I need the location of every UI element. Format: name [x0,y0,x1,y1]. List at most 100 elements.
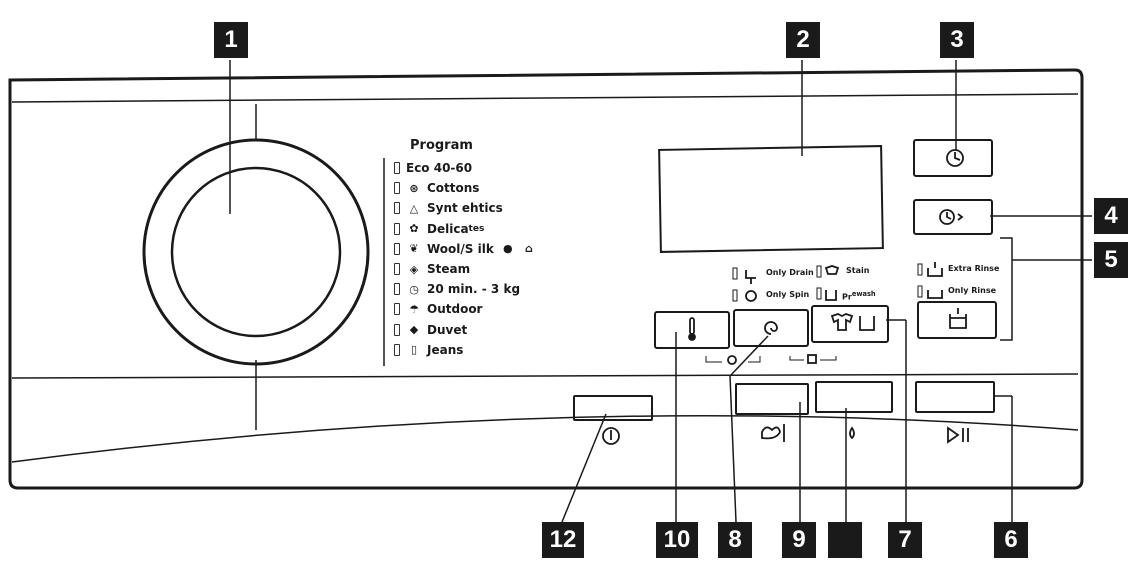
panel-outline [8,68,1084,490]
led-indicator [394,303,400,316]
soak-icon [761,424,785,442]
program-item[interactable]: ❦Wool/S ilk●⌂ [394,239,542,259]
program-item[interactable]: ▯ Jeans [394,340,542,360]
callout-8: 8 [718,522,752,558]
prewash-label-main: Pr [842,292,852,302]
led-indicator [394,343,400,356]
led-stain [816,265,822,278]
jeans-icon: ▯ [410,343,418,357]
program-item[interactable]: ☂ Outdoor [394,299,542,319]
spin-small-icon [745,290,757,302]
start-pause-icon [947,426,969,444]
only-rinse-small-icon [927,290,943,299]
leader-12 [561,413,607,523]
stain-label: Stain [846,266,870,275]
led-indicator [394,283,400,296]
duvet-icon: ◆ [409,323,419,337]
rinse-icon [949,308,967,329]
prewash-small-icon [825,290,837,301]
spin-icon [764,321,778,335]
outdoor-icon: ☂ [409,302,419,316]
program-label: Jeans [427,342,464,357]
delay-start-button [913,139,993,177]
steam-drop-icon [849,426,855,440]
synthetics-triangle-icon: △ [409,201,419,215]
program-label: Outdoor [427,302,483,317]
program-item[interactable]: ◷20 min. - 3 kg [394,279,542,299]
callout-5: 5 [1094,242,1128,278]
power-icon [602,427,620,445]
callout-3: 3 [940,22,974,58]
led-prewash [816,287,822,300]
callout-9: 9 [782,522,816,558]
wool-mark-icon: ⌂ [524,242,533,256]
led-only-spin [732,289,738,302]
option-bracket [1000,237,1013,341]
combo-bracket-left [705,356,761,363]
led-indicator [394,182,400,195]
drain-icon [745,270,756,284]
on-off-button [573,395,653,421]
callout-4: 4 [1094,198,1128,234]
leader-8 [729,375,737,523]
callout-6: 6 [994,522,1028,558]
program-item[interactable]: ⊛ Cottons [394,178,542,198]
led-indicator [394,323,400,336]
only-spin-label: Only Spin [766,290,810,299]
display [658,145,884,253]
program-item[interactable]: ◈ Steam [394,259,542,279]
led-extra-rinse [917,263,923,276]
stain-small-icon [824,265,840,275]
program-dial-outer [142,138,370,366]
callout-12: 12 [542,522,584,558]
steam-option-button [815,381,893,413]
panel-top-lip [11,93,1079,103]
program-item[interactable]: △Synt ehtics [394,198,542,218]
led-indicator [394,202,400,215]
start-pause-button [915,381,995,413]
program-label: Delica [427,221,469,236]
soak-button [735,383,809,415]
prewash-label-sup: ewash [851,290,876,298]
led-indicator [394,222,400,235]
program-dial-inner [170,166,342,338]
program-label: Cottons [427,181,480,196]
steam-icon: ◈ [409,262,419,276]
stain-prewash-button [811,305,889,343]
callout-10: 10 [656,522,698,558]
prewash-tub-icon [859,316,875,331]
led-indicator [394,162,400,175]
program-item[interactable]: Eco 40-60 [394,158,542,178]
spin-button [733,309,809,347]
program-label-sup: tes [468,223,485,234]
program-title: Program [410,138,473,153]
callout-2: 2 [786,22,820,58]
hand-wash-icon: ● [503,242,513,256]
panel-band-line [11,373,1079,379]
wool-icon: ❦ [409,242,419,256]
thermometer-icon [689,317,695,335]
program-item[interactable]: ◆ Duvet [394,320,542,340]
panel-curve [11,414,1079,463]
callout-blank [828,522,862,558]
callout-1: 1 [214,22,248,58]
clock-icon [946,149,964,167]
delicates-icon: ✿ [409,222,419,236]
program-label: Eco 40-60 [406,161,473,176]
callout-7: 7 [888,522,922,558]
only-drain-label: Only Drain [766,268,814,277]
temperature-button [654,311,730,349]
only-rinse-label: Only Rinse [948,286,997,295]
program-label: Steam [427,262,471,277]
program-label: 20 min. - 3 kg [427,282,521,297]
led-indicator [394,263,400,276]
prewash-label: Prewash [842,290,876,302]
program-label: Duvet [427,322,468,337]
leader-8b [729,335,769,377]
cotton-icon: ⊛ [409,181,419,195]
extra-rinse-small-icon [927,262,943,277]
